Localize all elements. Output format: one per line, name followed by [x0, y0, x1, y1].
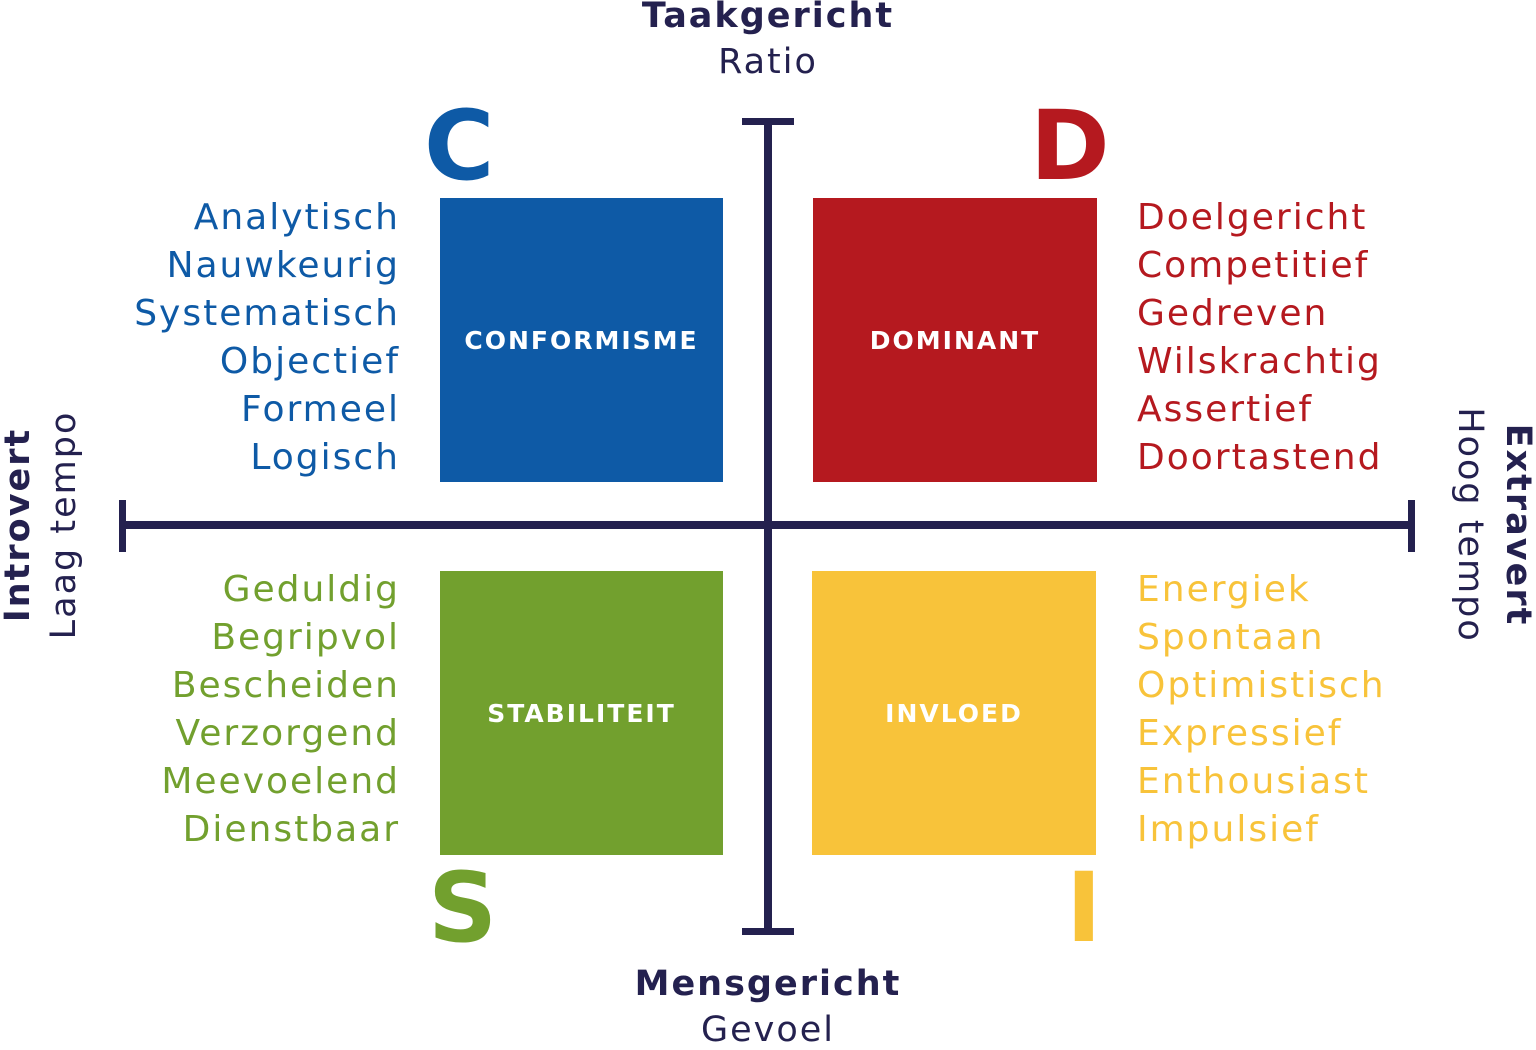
trait: Begripvol: [211, 617, 400, 658]
vertical-axis-bottom-cap: [742, 928, 794, 935]
trait: Formeel: [241, 389, 400, 430]
quadrant-s-traits: Geduldig Begripvol Bescheiden Verzorgend…: [0, 566, 400, 854]
quadrant-i-label: INVLOED: [885, 698, 1023, 728]
quadrant-c-box: CONFORMISME: [440, 198, 723, 482]
trait: Spontaan: [1137, 617, 1325, 658]
trait: Objectief: [219, 341, 400, 382]
quadrant-d-label: DOMINANT: [869, 325, 1041, 355]
trait: Doelgericht: [1137, 197, 1368, 238]
quadrant-s-label: STABILITEIT: [487, 698, 676, 728]
trait: Meevoelend: [161, 761, 400, 802]
trait: Gedreven: [1137, 293, 1329, 334]
trait: Wilskrachtig: [1137, 341, 1382, 382]
right-axis-title: Extravert: [1498, 423, 1536, 627]
trait: Optimistisch: [1137, 665, 1386, 706]
horizontal-axis: [122, 521, 1412, 529]
quadrant-i-traits: Energiek Spontaan Optimistisch Expressie…: [1137, 566, 1386, 854]
right-axis-subtitle: Hoog tempo: [1450, 407, 1490, 643]
bottom-axis-title: Mensgericht: [634, 964, 902, 1004]
top-axis-title: Taakgericht: [641, 0, 895, 36]
trait: Geduldig: [222, 569, 400, 610]
quadrant-d-box: DOMINANT: [813, 198, 1097, 482]
trait: Dienstbaar: [182, 809, 400, 850]
top-axis-subtitle: Ratio: [718, 42, 818, 82]
horizontal-axis-left-cap: [119, 500, 126, 552]
bottom-axis-subtitle: Gevoel: [700, 1010, 836, 1050]
trait: Bescheiden: [171, 665, 400, 706]
trait: Impulsief: [1137, 809, 1320, 850]
vertical-axis-top-cap: [742, 118, 794, 125]
quadrant-d-traits: Doelgericht Competitief Gedreven Wilskra…: [1137, 194, 1382, 482]
horizontal-axis-right-cap: [1408, 500, 1415, 552]
trait: Nauwkeurig: [166, 245, 400, 286]
letter-c: C: [424, 90, 495, 202]
quadrant-s-box: STABILITEIT: [440, 571, 723, 855]
letter-i: I: [1066, 852, 1102, 964]
trait: Doortastend: [1137, 437, 1383, 478]
letter-s: S: [428, 852, 498, 964]
trait: Enthousiast: [1137, 761, 1371, 802]
trait: Expressief: [1137, 713, 1343, 754]
quadrant-c-label: CONFORMISME: [464, 325, 699, 355]
trait: Analytisch: [193, 197, 400, 238]
quadrant-c-traits: Analytisch Nauwkeurig Systematisch Objec…: [0, 194, 400, 482]
trait: Assertief: [1137, 389, 1314, 430]
letter-d: D: [1030, 90, 1110, 202]
trait: Energiek: [1137, 569, 1311, 610]
trait: Verzorgend: [175, 713, 400, 754]
trait: Systematisch: [134, 293, 400, 334]
trait: Competitief: [1137, 245, 1370, 286]
quadrant-i-box: INVLOED: [812, 571, 1096, 855]
trait: Logisch: [250, 437, 400, 478]
